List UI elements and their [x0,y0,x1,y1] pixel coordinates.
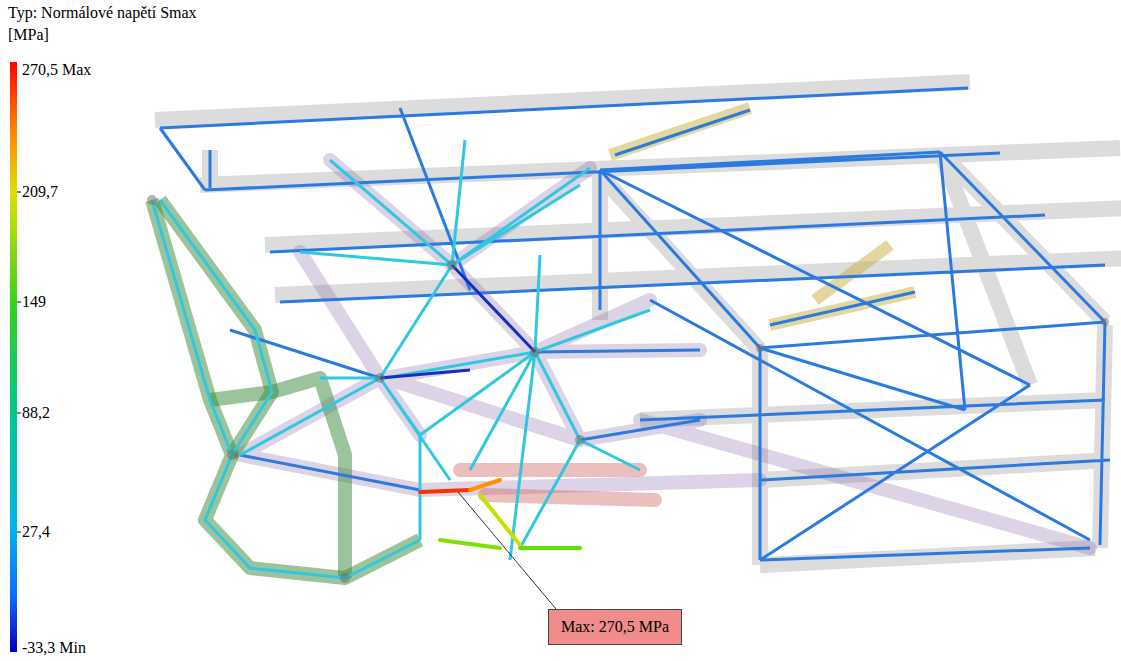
max-callout: Max: 270,5 MPa [548,609,682,645]
low-stress-lines [160,88,1110,560]
green-frame [152,200,420,578]
callout-text: Max: 270,5 MPa [561,618,669,636]
compression-lines [380,265,535,378]
unit-label: [MPa] [8,26,49,44]
joints [147,195,1109,583]
scale-value: 270,5 Max [22,61,91,79]
scale-ticks [17,192,21,532]
high-stress-lines [420,480,580,548]
scale-value: 27,4 [22,523,50,541]
mid-stress-lines [152,140,650,578]
red-tubes [460,470,655,500]
scale-value: 88,2 [22,404,50,422]
leader-line [458,492,556,609]
result-title: Typ: Normálové napětí Smax [8,4,197,22]
gray-beams [155,82,1121,565]
scale-value: -33,3 Min [22,639,86,657]
scale-value: 149 [22,293,46,311]
color-scale-bar [10,62,17,652]
scale-value: 209,7 [22,183,58,201]
